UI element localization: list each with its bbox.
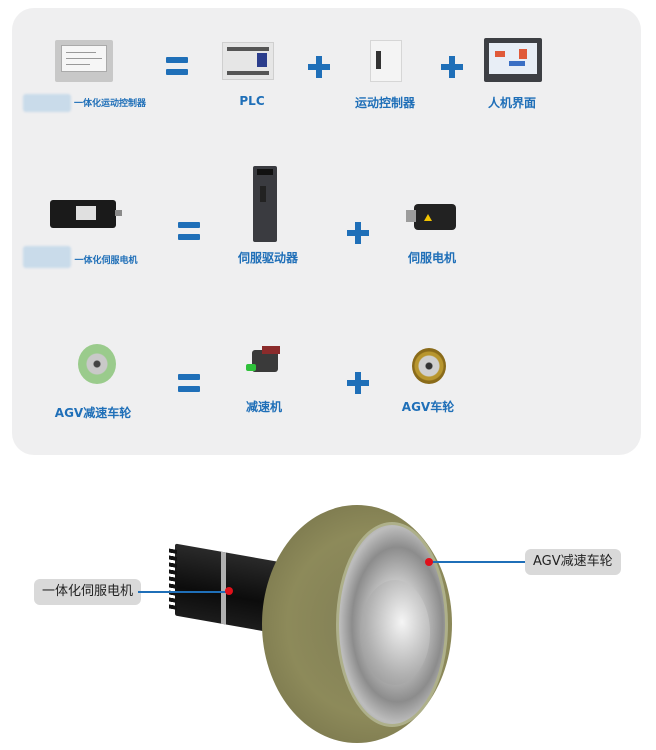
rhs-label-hmi: 人机界面	[487, 96, 537, 110]
motion-controller-image	[370, 40, 402, 82]
plus-icon	[347, 222, 369, 244]
lhs-label-3: AGV减速车轮	[54, 406, 132, 420]
callout-leader-line	[138, 591, 230, 593]
rhs-label-agv-wheel: AGV车轮	[401, 400, 455, 414]
callout-marker-dot	[425, 558, 433, 566]
callout-leader-line	[432, 561, 525, 563]
equals-icon	[166, 57, 188, 77]
plc-image	[222, 42, 274, 80]
equals-icon	[178, 222, 200, 242]
servo-drive-image	[253, 166, 277, 242]
rhs-label-servo-drive: 伺服驱动器	[237, 251, 299, 265]
hmi-touchscreen-image	[484, 38, 542, 82]
blurred-brand-mark	[23, 246, 71, 268]
equals-icon	[178, 374, 200, 394]
plus-icon	[441, 56, 463, 78]
callout-servo-motor: 一体化伺服电机	[34, 579, 142, 605]
plus-icon	[347, 372, 369, 394]
integrated-servo-motor-image	[50, 200, 122, 228]
rhs-label-plc: PLC	[239, 94, 265, 108]
callout-agv-wheel: AGV减速车轮	[525, 549, 621, 575]
servo-motor-image	[406, 204, 456, 230]
lhs-label-1: 一体化运动控制器	[73, 99, 147, 109]
lhs-label-2: 一体化伺服电机	[74, 256, 138, 266]
plus-icon	[308, 56, 330, 78]
component-equation-panel	[12, 8, 641, 455]
integrated-motion-controller-image	[55, 40, 113, 82]
rhs-label-servo-motor: 伺服电机	[407, 251, 457, 265]
rhs-label-gear-reducer: 减速机	[245, 400, 283, 414]
gear-reducer-image	[246, 346, 282, 376]
reducer-hub-image	[360, 580, 430, 685]
blurred-brand-mark	[23, 94, 71, 112]
agv-reduction-wheel-image	[78, 344, 116, 384]
agv-wheel-image	[412, 348, 446, 384]
callout-marker-dot	[225, 587, 233, 595]
rhs-label-motion-controller: 运动控制器	[354, 96, 416, 110]
